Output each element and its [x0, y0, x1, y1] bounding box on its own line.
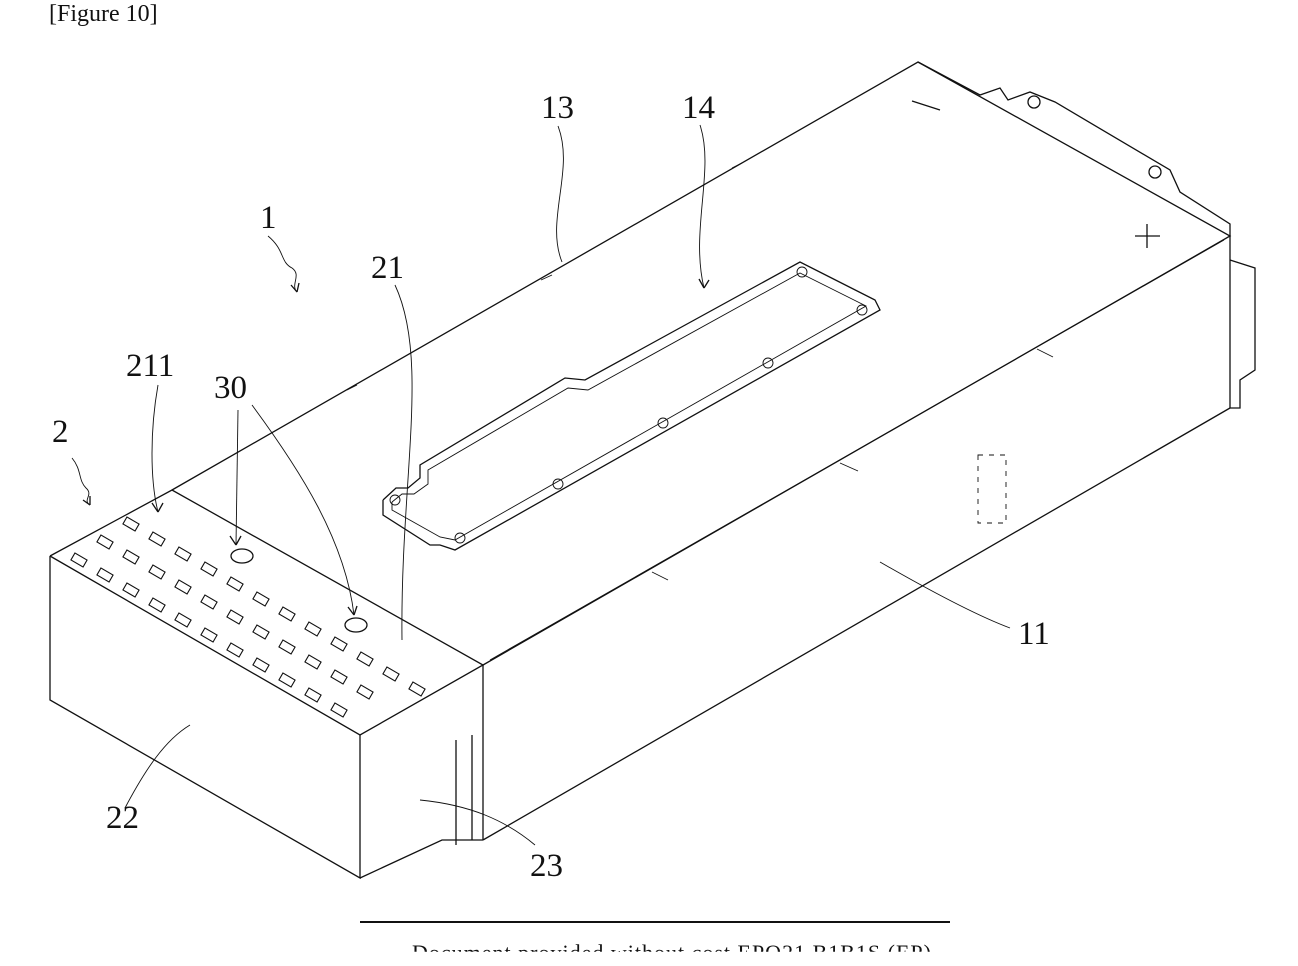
- footer-rule: [360, 921, 950, 923]
- ref-label-211: 211: [126, 348, 174, 384]
- cover-plate: [383, 262, 880, 550]
- ref-label-22: 22: [106, 800, 139, 836]
- terminal-bracket: [912, 62, 1255, 408]
- fastener-b: [345, 618, 367, 632]
- ref-label-1: 1: [260, 200, 277, 236]
- ref-label-21: 21: [371, 250, 404, 286]
- ref-label-14: 14: [682, 90, 715, 126]
- ref-label-23: 23: [530, 848, 563, 884]
- ref-label-13: 13: [541, 90, 574, 126]
- ref-label-11: 11: [1018, 616, 1050, 652]
- ref-label-2: 2: [52, 414, 69, 450]
- leader-lines: [72, 125, 1010, 845]
- fastener-a: [231, 549, 253, 563]
- vent-slot-grid: [71, 517, 425, 717]
- main-housing: [172, 62, 1230, 840]
- ref-label-30: 30: [214, 370, 247, 406]
